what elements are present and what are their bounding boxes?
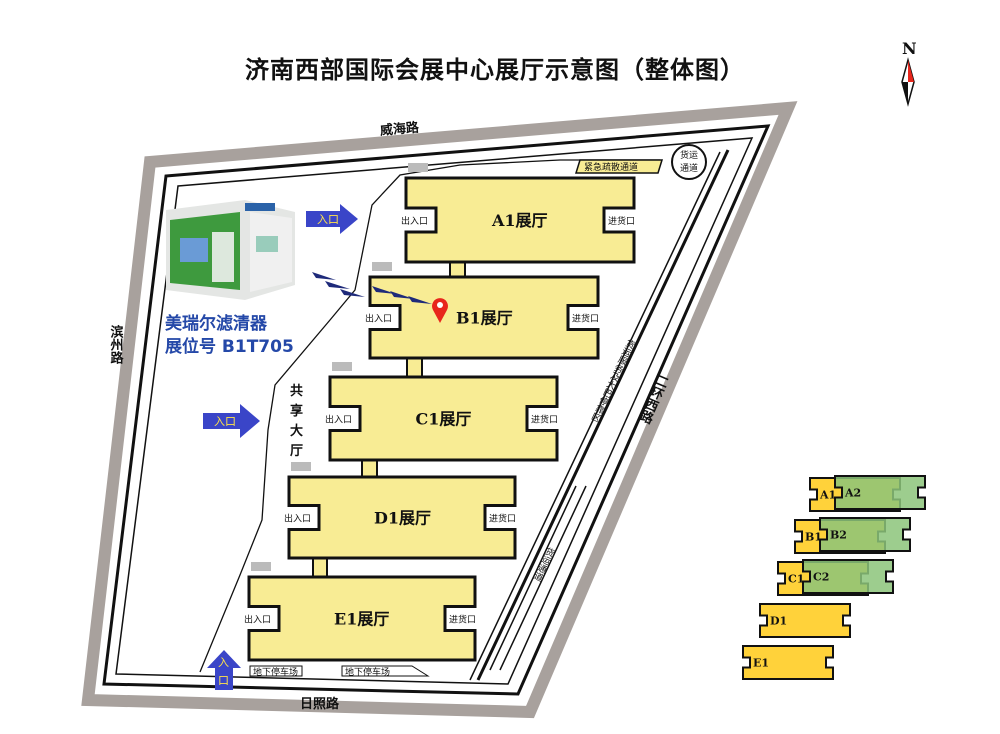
booth-image xyxy=(166,200,295,300)
mini-hall-label: A2 xyxy=(844,487,861,500)
hall-cargo-label: 进货口 xyxy=(608,215,635,227)
hall-1[interactable]: A1展厅 出入口 进货口 xyxy=(401,163,638,264)
mini-hall-e1 xyxy=(742,645,834,680)
hall-entrance-label: 出入口 xyxy=(365,313,392,325)
svg-text:通道: 通道 xyxy=(680,162,698,174)
hall-name: B1展厅 xyxy=(456,309,513,328)
hall-sign-icon xyxy=(408,163,428,172)
mini-hall-label: B1 xyxy=(805,531,822,544)
svg-text:厅: 厅 xyxy=(290,444,303,459)
hall-sign-icon xyxy=(291,462,311,471)
mini-hall-label: C2 xyxy=(813,571,829,584)
hall-entrance-label: 出入口 xyxy=(325,414,352,426)
hall-cargo-label: 进货口 xyxy=(489,513,516,525)
entrance-arrow[interactable]: 入口 xyxy=(306,204,358,234)
exhibitor-name: 美瑞尔滤清器 xyxy=(165,314,267,334)
exhibitor-booth: 展位号 B1T705 xyxy=(165,337,294,357)
svg-text:口: 口 xyxy=(218,674,229,687)
svg-text:享: 享 xyxy=(290,403,303,419)
compass-icon: N xyxy=(901,39,917,107)
mini-hall-d1 xyxy=(759,603,851,638)
hall-sign-icon xyxy=(251,562,271,571)
svg-text:地下停车场: 地下停车场 xyxy=(345,666,390,678)
connector xyxy=(312,556,328,579)
svg-text:共: 共 xyxy=(290,383,303,399)
mini-hall-label: A1 xyxy=(819,489,836,502)
mini-hall-label: B2 xyxy=(830,529,847,542)
hall-cargo-label: 进货口 xyxy=(531,414,558,426)
entrance-arrow[interactable]: 入口 xyxy=(203,404,260,438)
parking-label: 地下停车场 xyxy=(341,665,430,678)
inner-road-line-2 xyxy=(115,137,754,685)
hall-5[interactable]: E1展厅 出入口 进货口 xyxy=(244,562,479,662)
hall-cargo-label: 进货口 xyxy=(449,614,476,626)
hall-sign-icon xyxy=(372,262,392,271)
road-label-south: 日照路 xyxy=(300,696,340,712)
hall-3[interactable]: C1展厅 出入口 进货口 xyxy=(325,362,561,462)
connector xyxy=(361,458,378,479)
emergency-exit-label: 紧急疏散通道 xyxy=(574,159,664,174)
hall-2[interactable]: B1展厅 出入口 进货口 xyxy=(365,262,602,360)
road-label-north: 威海路 xyxy=(379,119,420,138)
hall-cargo-label: 进货口 xyxy=(572,313,599,325)
parking-label: 地下停车场 xyxy=(249,665,303,678)
inner-road-line xyxy=(102,124,771,696)
hall-name: E1展厅 xyxy=(334,610,389,629)
svg-text:紧急疏散通道: 紧急疏散通道 xyxy=(584,161,638,173)
mini-hall-label: E1 xyxy=(753,657,769,670)
hall-entrance-label: 出入口 xyxy=(401,215,428,227)
road-label-west: 滨州路 xyxy=(108,324,125,364)
svg-text:入口: 入口 xyxy=(317,213,339,226)
hall-entrance-label: 出入口 xyxy=(244,614,271,626)
hall-sign-icon xyxy=(332,362,352,371)
building-outline xyxy=(199,159,660,673)
direction-chevrons xyxy=(312,272,432,304)
hall-name: D1展厅 xyxy=(374,509,431,528)
hall-name: C1展厅 xyxy=(416,410,472,429)
freight-channel-marker: 货运 通道 xyxy=(671,144,707,180)
shared-hall-label: 共 享 大 厅 xyxy=(290,383,303,459)
hall-4[interactable]: D1展厅 出入口 进货口 xyxy=(284,462,519,560)
mini-hall-label: D1 xyxy=(770,615,787,628)
svg-text:货运: 货运 xyxy=(680,149,698,161)
mini-hall-label: C1 xyxy=(788,573,804,586)
svg-text:N: N xyxy=(902,39,917,58)
hall-entrance-label: 出入口 xyxy=(284,513,311,525)
location-pin-icon xyxy=(432,298,448,323)
svg-text:入: 入 xyxy=(218,656,229,669)
mini-hall-c2 xyxy=(802,559,894,594)
svg-text:入口: 入口 xyxy=(214,415,236,428)
connector xyxy=(406,356,423,379)
svg-text:大: 大 xyxy=(290,423,303,439)
mini-hall-a2 xyxy=(834,475,926,510)
map-title: 济南西部国际会展中心展厅示意图（整体图） xyxy=(245,55,745,84)
entrance-arrow[interactable]: 入 口 xyxy=(207,650,241,690)
svg-text:地下停车场: 地下停车场 xyxy=(253,666,298,678)
mini-map xyxy=(742,475,926,680)
hall-name: A1展厅 xyxy=(491,211,548,230)
freight-lanes xyxy=(469,149,730,681)
outer-road xyxy=(81,101,798,719)
mini-hall-b2 xyxy=(819,517,911,552)
